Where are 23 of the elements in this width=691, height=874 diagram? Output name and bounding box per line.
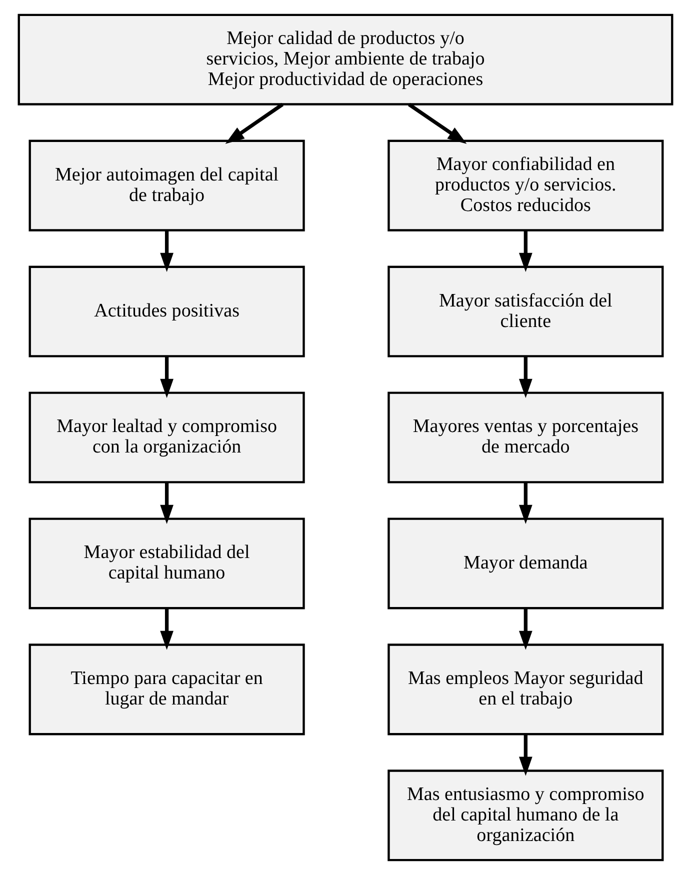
arrow bbox=[160, 356, 174, 398]
node-box: Mejor calidad de productos y/o servicios, Mejor ambiente de trabajo Mejor productividad de operaciones bbox=[18, 13, 674, 105]
arrow bbox=[518, 734, 532, 776]
node-box: Mas entusiasmo y compromiso del capital humano de la organización bbox=[388, 769, 664, 861]
node-box: Mayor lealtad y compromiso con la organización bbox=[28, 391, 305, 483]
arrow bbox=[160, 608, 174, 650]
arrow bbox=[160, 482, 174, 524]
node-box: Mas empleos Mayor seguridad en el trabajo bbox=[388, 643, 664, 735]
arrow bbox=[160, 230, 174, 272]
node-box: Mayor satisfacción del cliente bbox=[388, 265, 664, 357]
node-box: Mejor autoimagen del capital de trabajo bbox=[28, 139, 305, 231]
node-box: Mayor confiabilidad en productos y/o servicios. Costos reducidos bbox=[388, 139, 664, 231]
arrow bbox=[518, 230, 532, 272]
node-box: Tiempo para capacitar en lugar de mandar bbox=[28, 643, 305, 735]
arrow bbox=[518, 608, 532, 650]
node-box: Mayor estabilidad del capital humano bbox=[28, 517, 305, 609]
node-box: Actitudes positivas bbox=[28, 265, 305, 357]
arrow bbox=[225, 102, 284, 144]
arrow bbox=[518, 482, 532, 524]
node-box: Mayores ventas y porcentajes de mercado bbox=[388, 391, 664, 483]
arrow bbox=[408, 102, 467, 144]
node-box: Mayor demanda bbox=[388, 517, 664, 609]
arrow bbox=[518, 356, 532, 398]
